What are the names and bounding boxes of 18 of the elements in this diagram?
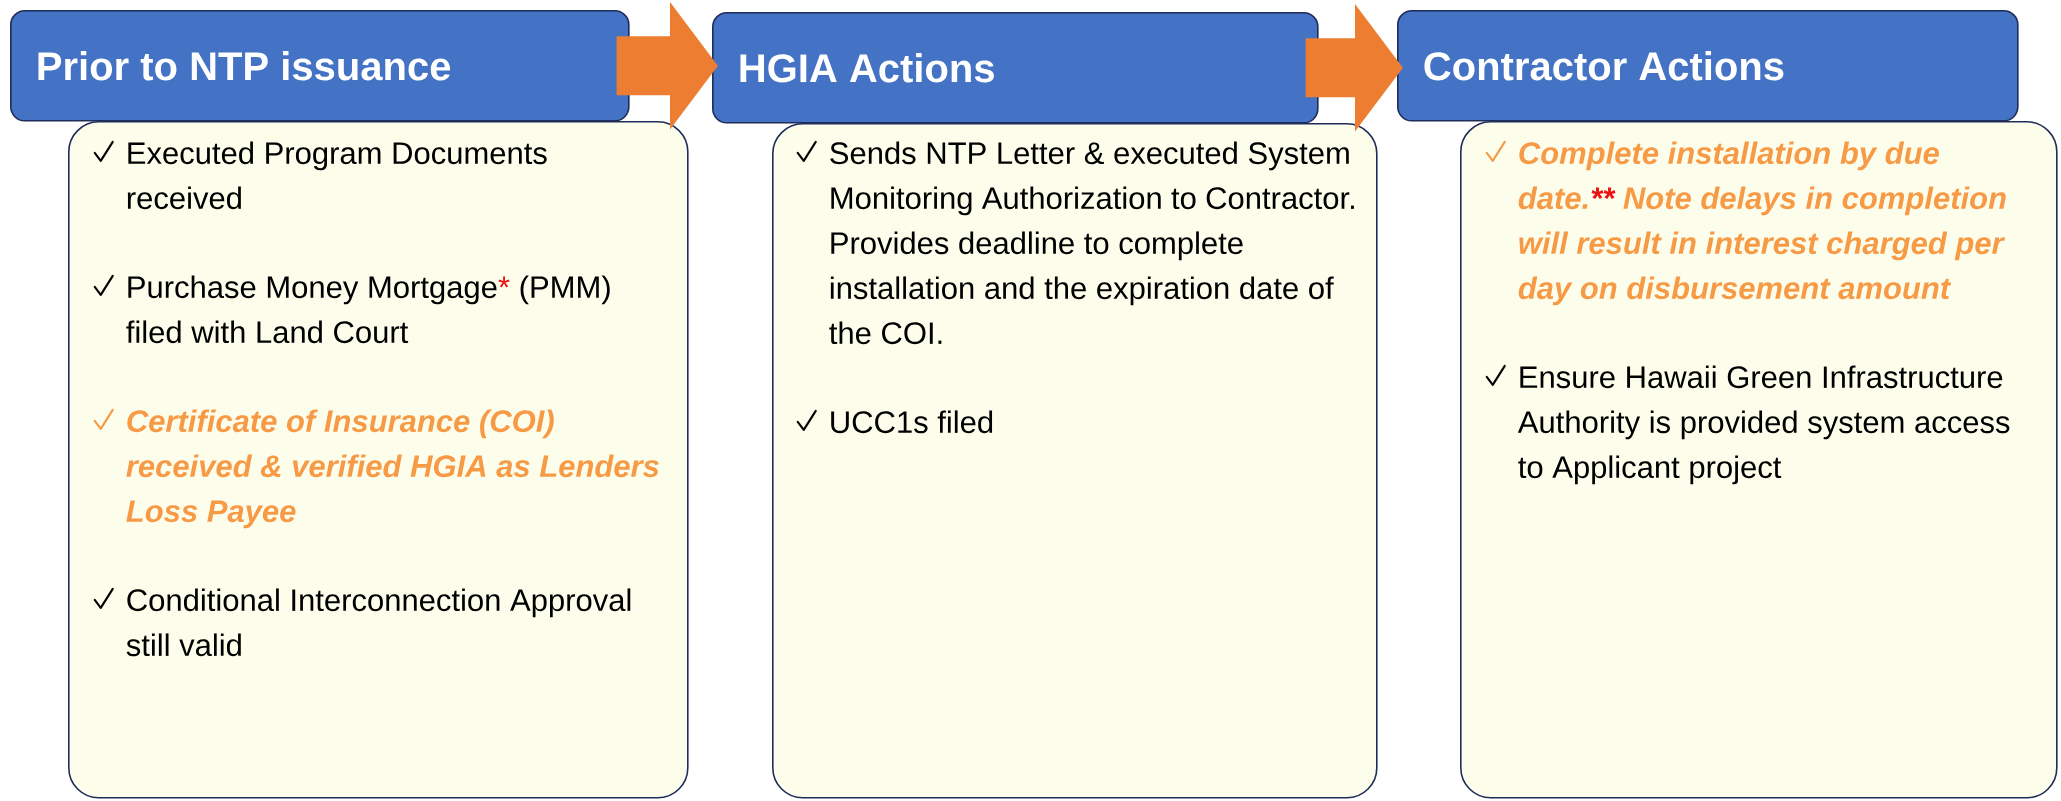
checklist-panel (68, 121, 689, 799)
checklist-item: Complete installation by due date.** Note delays in completion will result in interest charged per day on disbursement amount (1518, 141, 2006, 306)
checklist-item: Sends NTP Letter & executed System Monitoring Authorization to Contractor. Provides deadline to complete installation and the expiration date of the COI. (829, 141, 1354, 345)
checklist-item: UCC1s filed (831, 410, 993, 434)
checklist-item: Conditional Interconnection Approval still valid (126, 588, 631, 657)
checklist-item: Executed Program Documents received (127, 141, 547, 210)
header-box: Prior to NTP issuance (10, 10, 630, 122)
header-box: HGIA Actions (712, 12, 1319, 124)
node-label: (PMM) (520, 275, 610, 305)
checklist-panel (1460, 121, 2058, 799)
node-label: Purchase Money Mortgage (128, 275, 497, 305)
node-label: * (498, 276, 510, 288)
node-label: filed with Land Court (126, 320, 409, 344)
checklist-item: Certificate of Insurance (COI) received & verified HGIA as Lenders Loss Payee (126, 409, 659, 529)
checklist-item: Purchase Money Mortgage* (PMM) filed with Land Court (126, 275, 610, 344)
header-box: Contractor Actions (1397, 10, 2019, 122)
checklist-panel (772, 123, 1378, 799)
checklist-item: Ensure Hawaii Green Infrastructure Authority is provided system access to Applicant project (1517, 365, 2010, 485)
